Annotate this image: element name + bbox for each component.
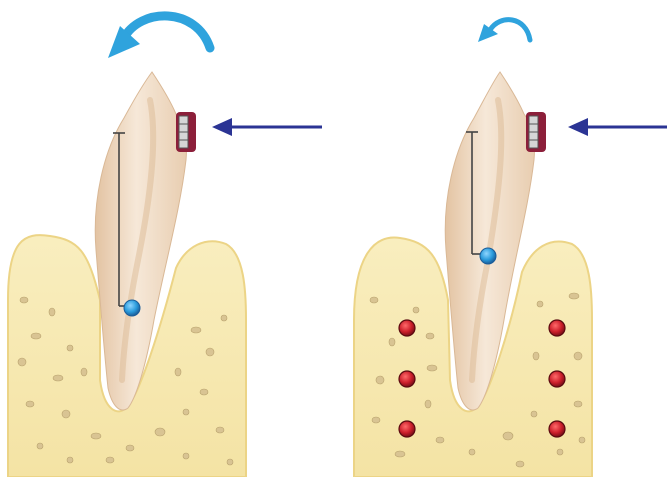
right-force-arrow-icon <box>568 118 667 136</box>
right-bracket <box>526 112 546 152</box>
right-rotation-arrow-icon <box>490 20 530 40</box>
left-center-of-resistance-dot-icon <box>124 300 140 316</box>
bone-anchor-dot-icon <box>549 320 565 336</box>
bone-anchor-dot-icon <box>399 371 415 387</box>
bone-anchor-dot-icon <box>399 320 415 336</box>
right-panel <box>354 20 667 477</box>
right-center-of-resistance-dot-icon <box>480 248 496 264</box>
bone-anchor-dot-icon <box>549 371 565 387</box>
left-panel <box>8 16 322 477</box>
bone-anchor-dot-icon <box>549 421 565 437</box>
left-force-arrow-icon <box>212 118 322 136</box>
bone-anchor-dot-icon <box>399 421 415 437</box>
left-bracket <box>176 112 196 152</box>
